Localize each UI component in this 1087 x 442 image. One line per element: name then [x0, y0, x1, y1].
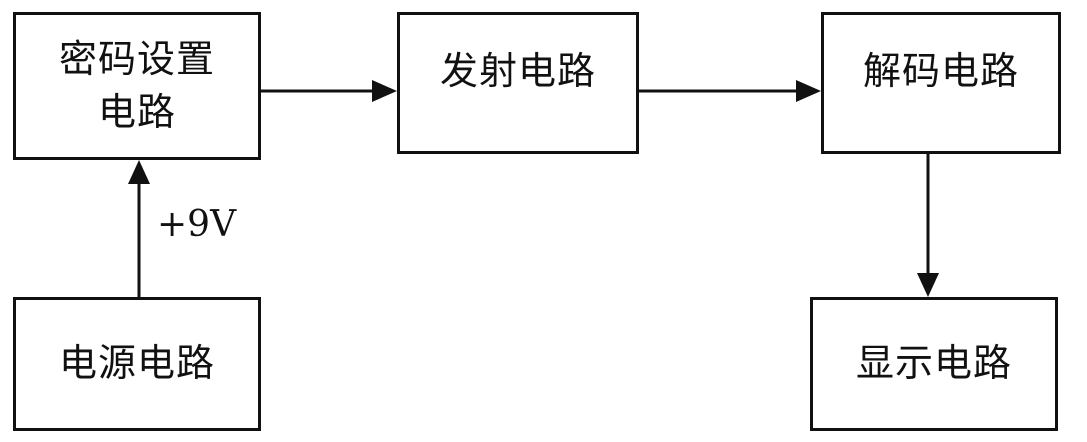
decode-circuit-label: 解码电路	[862, 49, 1019, 93]
display-circuit-block: 显示电路	[810, 297, 1058, 431]
display-circuit-label: 显示电路	[855, 341, 1012, 386]
password-setting-label-line1: 密码设置	[58, 36, 215, 81]
password-setting-label-line2: 电路	[97, 90, 176, 134]
voltage-label: +9V	[157, 204, 237, 245]
decode-circuit-block: 解码电路	[821, 12, 1061, 154]
arrow-power-to-password	[128, 160, 150, 297]
transmit-circuit-label: 发射电路	[439, 49, 596, 93]
arrow-transmit-to-decode	[639, 80, 821, 102]
arrow-password-to-transmit	[261, 80, 397, 102]
transmit-circuit-block: 发射电路	[397, 12, 639, 154]
password-setting-circuit-label: 密码设置 电路	[59, 33, 215, 139]
power-circuit-block: 电源电路	[13, 297, 261, 431]
power-circuit-label: 电源电路	[58, 341, 215, 386]
password-setting-circuit-block: 密码设置 电路	[13, 12, 261, 160]
arrow-decode-to-display	[917, 154, 939, 297]
